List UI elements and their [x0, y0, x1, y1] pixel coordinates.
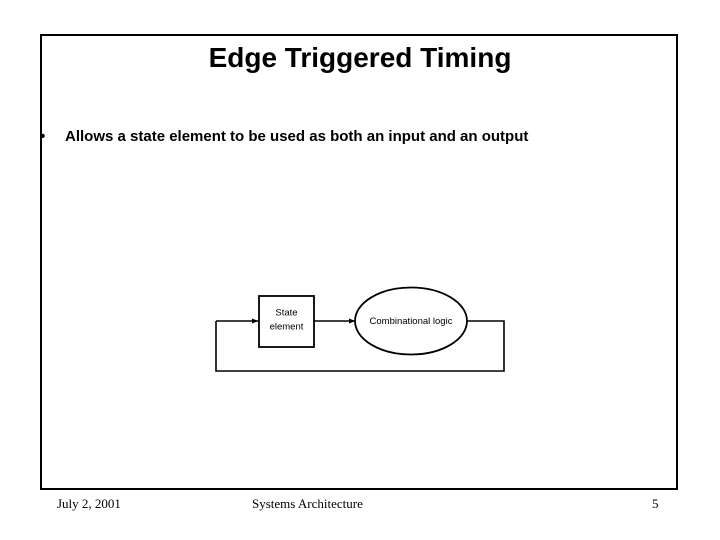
slide-frame	[40, 34, 678, 490]
slide-footer: July 2, 2001 Systems Architecture 5	[0, 496, 720, 518]
edge-triggered-timing-diagram: State element Combinational logic	[176, 246, 516, 386]
feedback-loop-path	[215, 320, 505, 372]
state-element-label-line1: State	[275, 308, 297, 319]
bullet-item: • Allows a state element to be used as b…	[18, 124, 622, 149]
state-element-label-line2: element	[270, 322, 304, 333]
combinational-logic-label: Combinational logic	[370, 316, 453, 327]
footer-date: July 2, 2001	[57, 496, 121, 511]
slide-title: Edge Triggered Timing	[208, 42, 512, 73]
bullet-list: • Allows a state element to be used as b…	[18, 124, 622, 149]
bullet-text: Allows a state element to be used as bot…	[65, 128, 529, 145]
bullet-marker-icon: •	[40, 128, 46, 145]
combinational-logic-ellipse	[354, 286, 468, 356]
footer-page-number: 5	[652, 496, 659, 511]
footer-course-title: Systems Architecture	[252, 496, 363, 511]
